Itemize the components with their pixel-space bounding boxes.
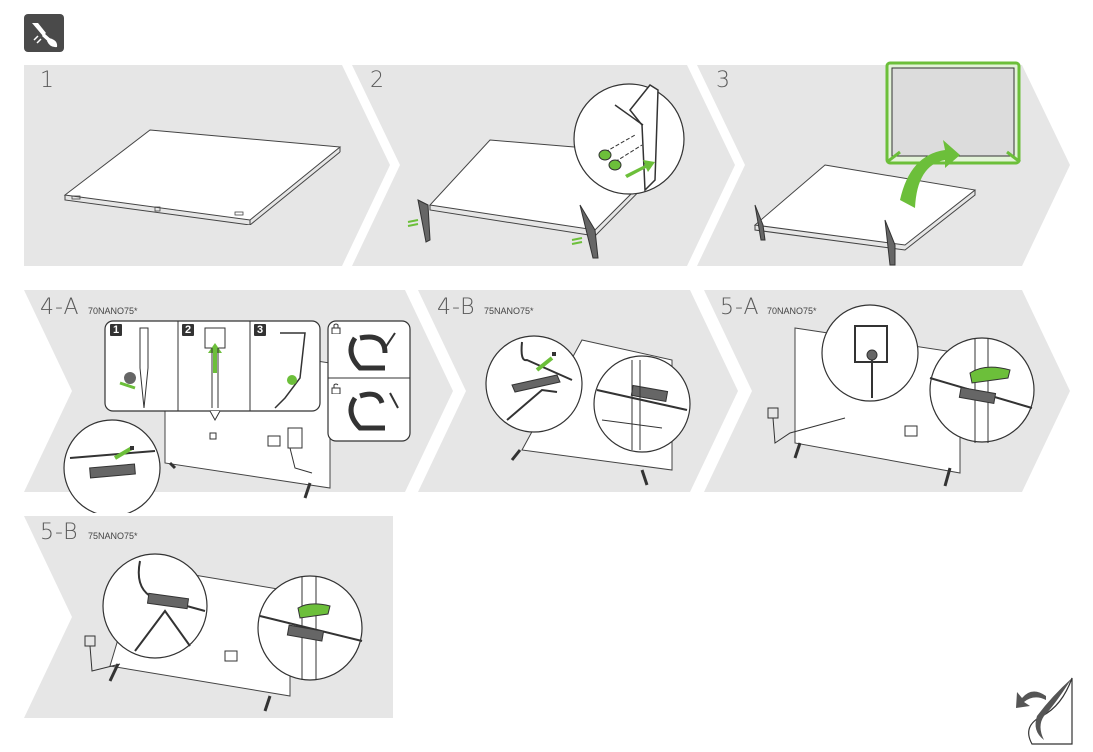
step-2-label: 2 [370, 68, 385, 93]
page-curl-icon[interactable] [1012, 676, 1077, 746]
step-5a-model: 70NANO75* [767, 306, 817, 316]
step-4b-model: 75NANO75* [484, 306, 534, 316]
unlock-icon [331, 383, 341, 394]
substep-2-badge: 2 [182, 324, 194, 336]
step-4a-illustration [63, 320, 411, 513]
screwdriver-icon [24, 14, 64, 52]
step-1-label: 1 [40, 68, 55, 93]
substep-1-badge: 1 [110, 324, 122, 336]
substep-3-badge: 3 [254, 324, 266, 336]
step-4a-label: 4-A [40, 295, 80, 320]
step-2-stand-illustration [407, 83, 685, 259]
step-5a-label: 5-A [720, 295, 760, 320]
step-5b-illustration [84, 553, 363, 712]
step-4b-illustration [485, 335, 691, 486]
step-3-label: 3 [716, 68, 731, 93]
step-1-tv-illustration [63, 129, 342, 225]
step-3-upright-illustration [753, 61, 1021, 266]
step-4b-label: 4-B [437, 295, 476, 320]
step-5b-label: 5-B [40, 520, 79, 545]
step-4a-model: 70NANO75* [88, 306, 138, 316]
step-5b-model: 75NANO75* [88, 531, 138, 541]
lock-icon [331, 323, 341, 334]
step-5a-illustration [767, 304, 1035, 487]
